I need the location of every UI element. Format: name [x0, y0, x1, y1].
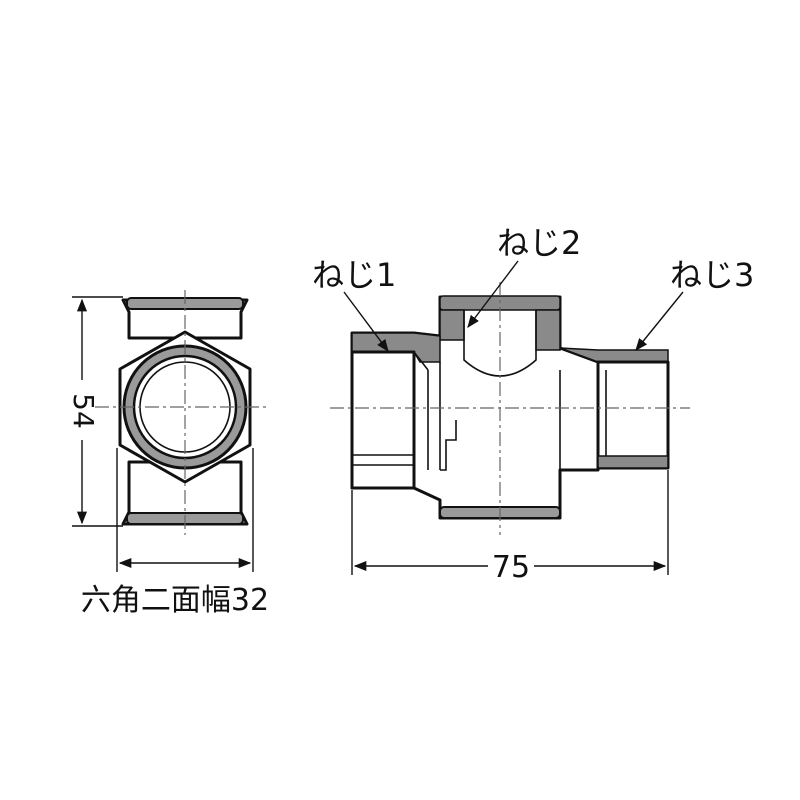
thread3-label: ねじ3 — [670, 256, 754, 294]
height-label: 54 — [67, 393, 100, 429]
height-dimension: 54 — [67, 296, 123, 527]
thread-callouts: ねじ1 ねじ2 ねじ3 — [312, 224, 754, 353]
length-label: 75 — [492, 550, 530, 585]
hex-width-label: 六角二面幅32 — [81, 583, 269, 618]
length-dimension: 75 — [351, 470, 669, 585]
thread1-label: ねじ1 — [312, 256, 396, 294]
end-view — [95, 290, 270, 535]
hex-width-dimension: 六角二面幅32 — [81, 448, 269, 618]
thread2-label: ねじ2 — [497, 224, 581, 262]
side-view — [330, 282, 690, 535]
